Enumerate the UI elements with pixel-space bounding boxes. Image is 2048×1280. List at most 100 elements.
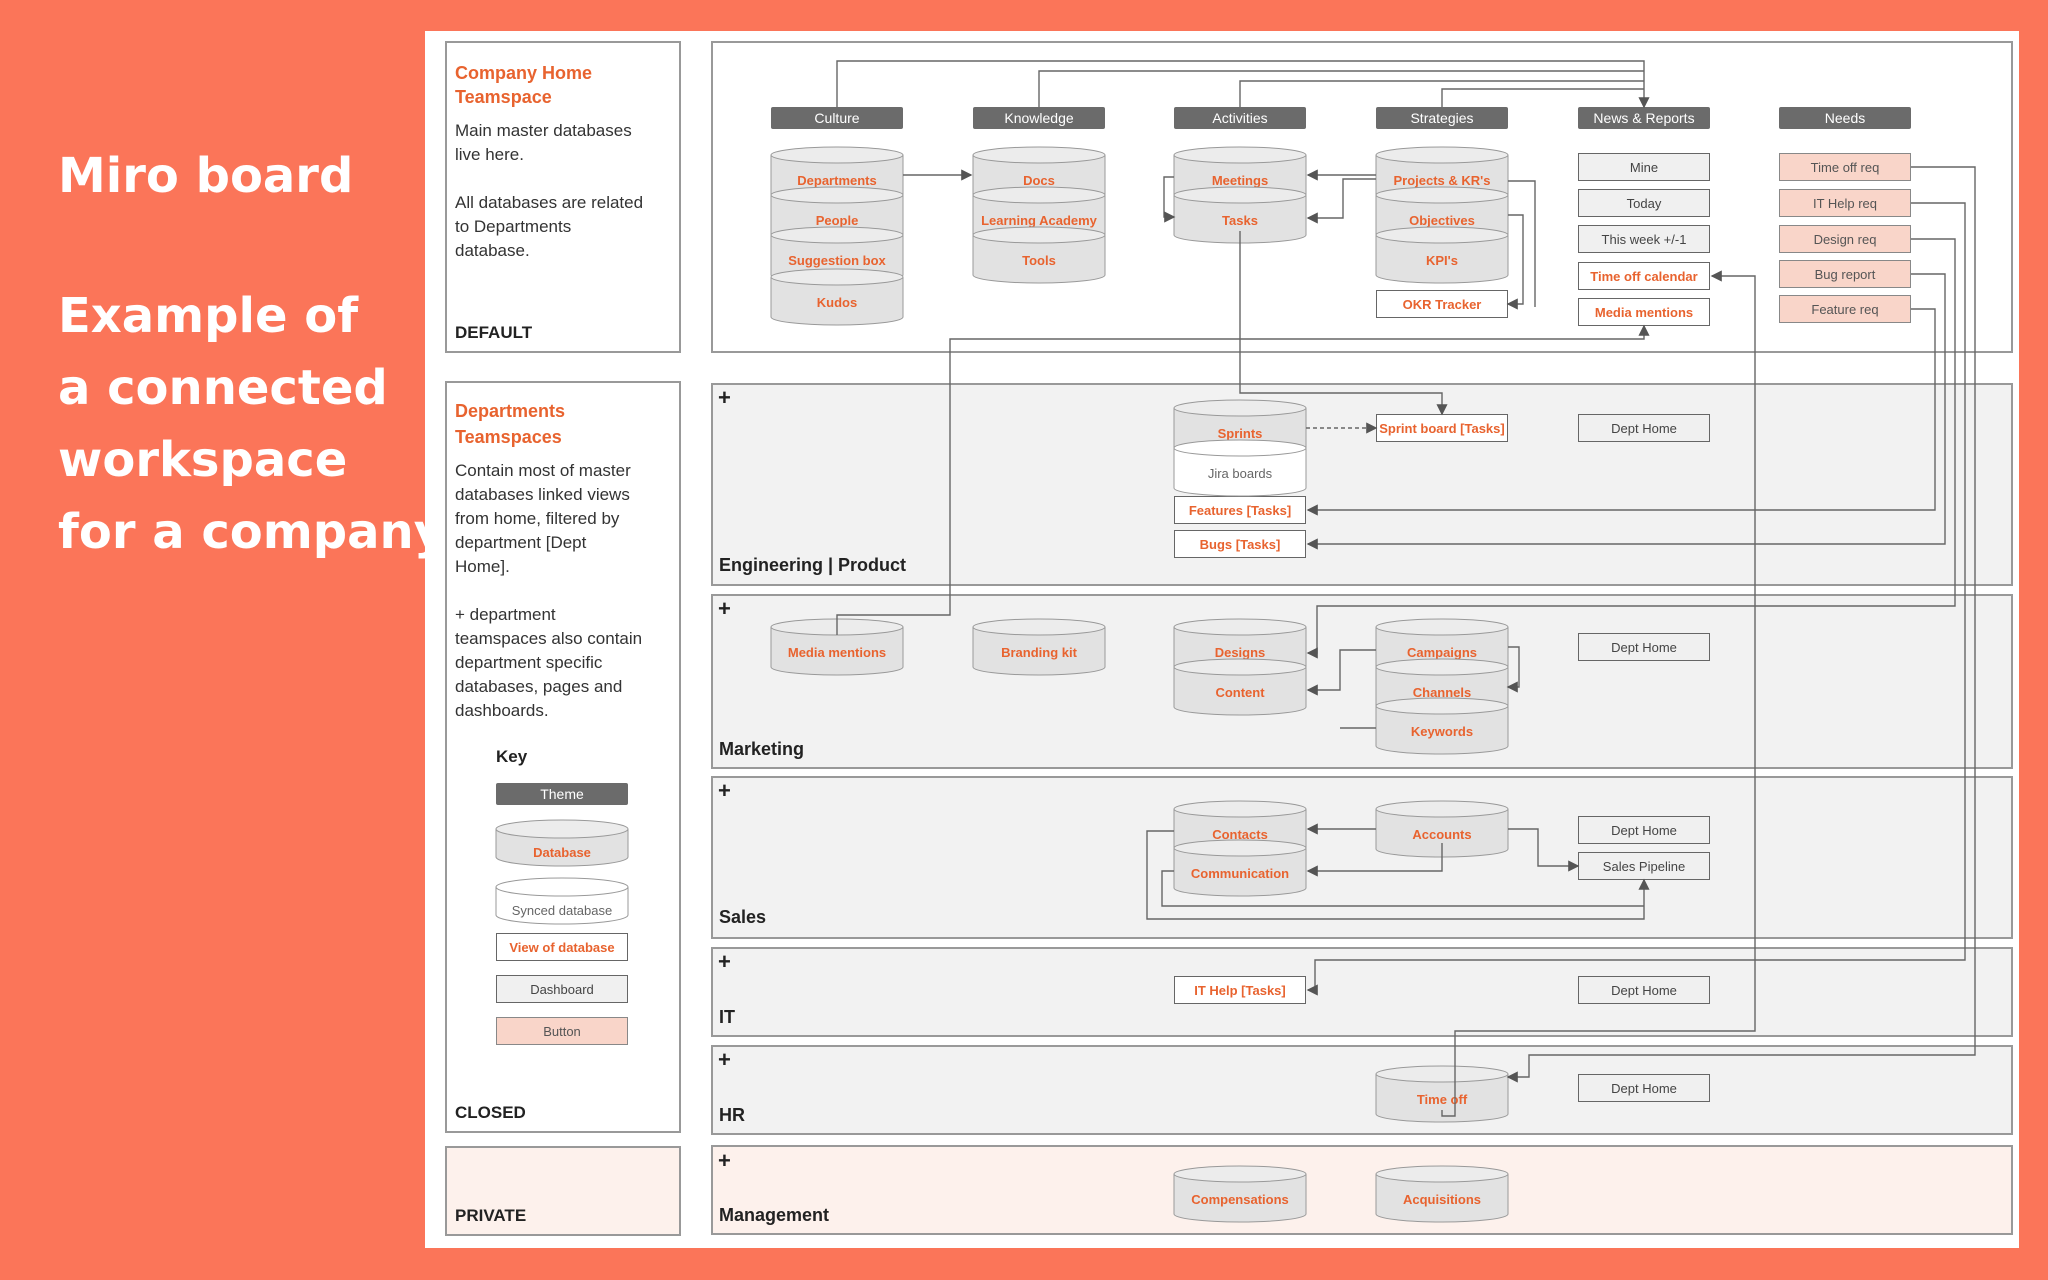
dash-dept-home-hr[interactable]: Dept Home [1578,1074,1710,1102]
db-tasks-label: Tasks [1222,213,1258,228]
cylinder-shape [1375,1165,1509,1223]
view-okr-tracker[interactable]: OKR Tracker [1376,290,1508,318]
btn-design-req[interactable]: Design req [1779,225,1911,253]
band-hr [711,1045,2013,1135]
theme-news-reports: News & Reports [1578,107,1710,129]
label-hr: HR [719,1105,745,1125]
db-jira-boards[interactable]: Jira boards [1173,439,1307,497]
cylinder-shape [770,268,904,326]
btn-bug-report[interactable]: Bug report [1779,260,1911,288]
db-media-mentions[interactable]: Media mentions [770,618,904,676]
db-projects-krs-label: Projects & KR's [1393,173,1491,188]
view-media-mentions-home[interactable]: Media mentions [1578,298,1710,326]
btn-time-off-req[interactable]: Time off req [1779,153,1911,181]
dept-desc-2d: databases, pages and [455,677,623,696]
key-dashboard: Dashboard [496,975,628,1003]
key-synced-database: Synced database [495,877,629,925]
plus-management[interactable]: + [718,1148,731,1173]
db-branding-kit[interactable]: Branding kit [972,618,1106,676]
theme-activities: Activities [1174,107,1306,129]
db-docs-label: Docs [1023,173,1055,188]
plus-hr[interactable]: + [718,1047,731,1072]
db-designs-label: Designs [1214,645,1266,660]
theme-strategies: Strategies [1376,107,1508,129]
key-view: View of database [496,933,628,961]
dept-desc-2c: department specific [455,653,603,672]
band-sales [711,776,2013,939]
key-title: Key [496,747,528,766]
dept-desc-1e: Home]. [455,557,510,576]
dash-today[interactable]: Today [1578,189,1710,217]
db-acquisitions-label: Acquisitions [1402,1192,1481,1207]
key-database-label: Database [533,845,591,860]
dept-panel-title-1: Departments [455,401,566,421]
db-campaigns-label: Campaigns [1406,645,1478,660]
theme-culture: Culture [771,107,903,129]
db-accounts-label: Accounts [1412,827,1472,842]
db-compensations-label: Compensations [1191,1192,1289,1207]
db-branding-kit-label: Branding kit [1001,645,1077,660]
db-communication[interactable]: Communication [1173,839,1307,897]
dept-desc-2b: teamspaces also contain [455,629,643,648]
dash-dept-home-engineering[interactable]: Dept Home [1578,414,1710,442]
plus-it[interactable]: + [718,949,731,974]
btn-feature-req[interactable]: Feature req [1779,295,1911,323]
dash-this-week[interactable]: This week +/-1 [1578,225,1710,253]
db-learning-academy-label: Learning Academy [981,213,1097,228]
home-desc-1a: Main master databases [455,121,632,140]
hero-line-2: a connected [58,360,388,416]
db-kpis[interactable]: KPI's [1375,226,1509,284]
dash-dept-home-it[interactable]: Dept Home [1578,976,1710,1004]
home-desc-2b: to Departments [455,217,572,236]
key-button: Button [496,1017,628,1045]
db-keywords[interactable]: Keywords [1375,697,1509,755]
db-compensations[interactable]: Compensations [1173,1165,1307,1223]
hero-line-1: Example of [58,288,359,344]
plus-marketing[interactable]: + [718,596,731,621]
home-panel-title-1: Company Home [455,63,593,83]
view-bugs[interactable]: Bugs [Tasks] [1174,530,1306,558]
dash-sales-pipeline[interactable]: Sales Pipeline [1578,852,1710,880]
db-acquisitions[interactable]: Acquisitions [1375,1165,1509,1223]
db-kudos[interactable]: Kudos [770,268,904,326]
db-tasks[interactable]: Tasks [1173,186,1307,244]
db-accounts[interactable]: Accounts [1375,800,1509,858]
view-features[interactable]: Features [Tasks] [1174,496,1306,524]
cylinder-shape [1173,658,1307,716]
dash-mine[interactable]: Mine [1578,153,1710,181]
dept-panel-foot: CLOSED [455,1103,526,1122]
view-sprint-board[interactable]: Sprint board [Tasks] [1376,414,1508,442]
view-it-help[interactable]: IT Help [Tasks] [1174,976,1306,1004]
db-communication-label: Communication [1190,866,1290,881]
db-departments-label: Departments [797,173,877,188]
db-jira-boards-label: Jira boards [1207,466,1273,481]
home-desc-2c: database. [455,241,530,260]
plus-engineering[interactable]: + [718,385,731,410]
band-marketing [711,594,2013,769]
cylinder-shape [972,226,1106,284]
db-people-label: People [815,213,859,228]
db-content[interactable]: Content [1173,658,1307,716]
theme-needs: Needs [1779,107,1911,129]
dash-dept-home-marketing[interactable]: Dept Home [1578,633,1710,661]
band-engineering [711,383,2013,586]
dept-desc-1a: Contain most of master [455,461,631,480]
dash-dept-home-sales[interactable]: Dept Home [1578,816,1710,844]
home-desc-2a: All databases are related [455,193,644,212]
btn-it-help-req[interactable]: IT Help req [1779,189,1911,217]
cylinder-shape [1173,186,1307,244]
label-sales: Sales [719,907,767,927]
db-time-off[interactable]: Time off [1375,1065,1509,1123]
cylinder-shape [1173,1165,1307,1223]
view-time-off-calendar[interactable]: Time off calendar [1578,262,1710,290]
key-synced-label: Synced database [511,903,613,918]
db-suggestion-box-label: Suggestion box [788,253,886,268]
home-panel-title-2: Teamspace [455,87,552,107]
db-time-off-label: Time off [1416,1092,1468,1107]
label-marketing: Marketing [719,739,805,759]
home-teamspace-panel: Company Home Teamspace Main master datab… [445,41,681,353]
dept-desc-1c: from home, filtered by [455,509,620,528]
plus-sales[interactable]: + [718,778,731,803]
db-tools[interactable]: Tools [972,226,1106,284]
label-management: Management [719,1205,830,1225]
